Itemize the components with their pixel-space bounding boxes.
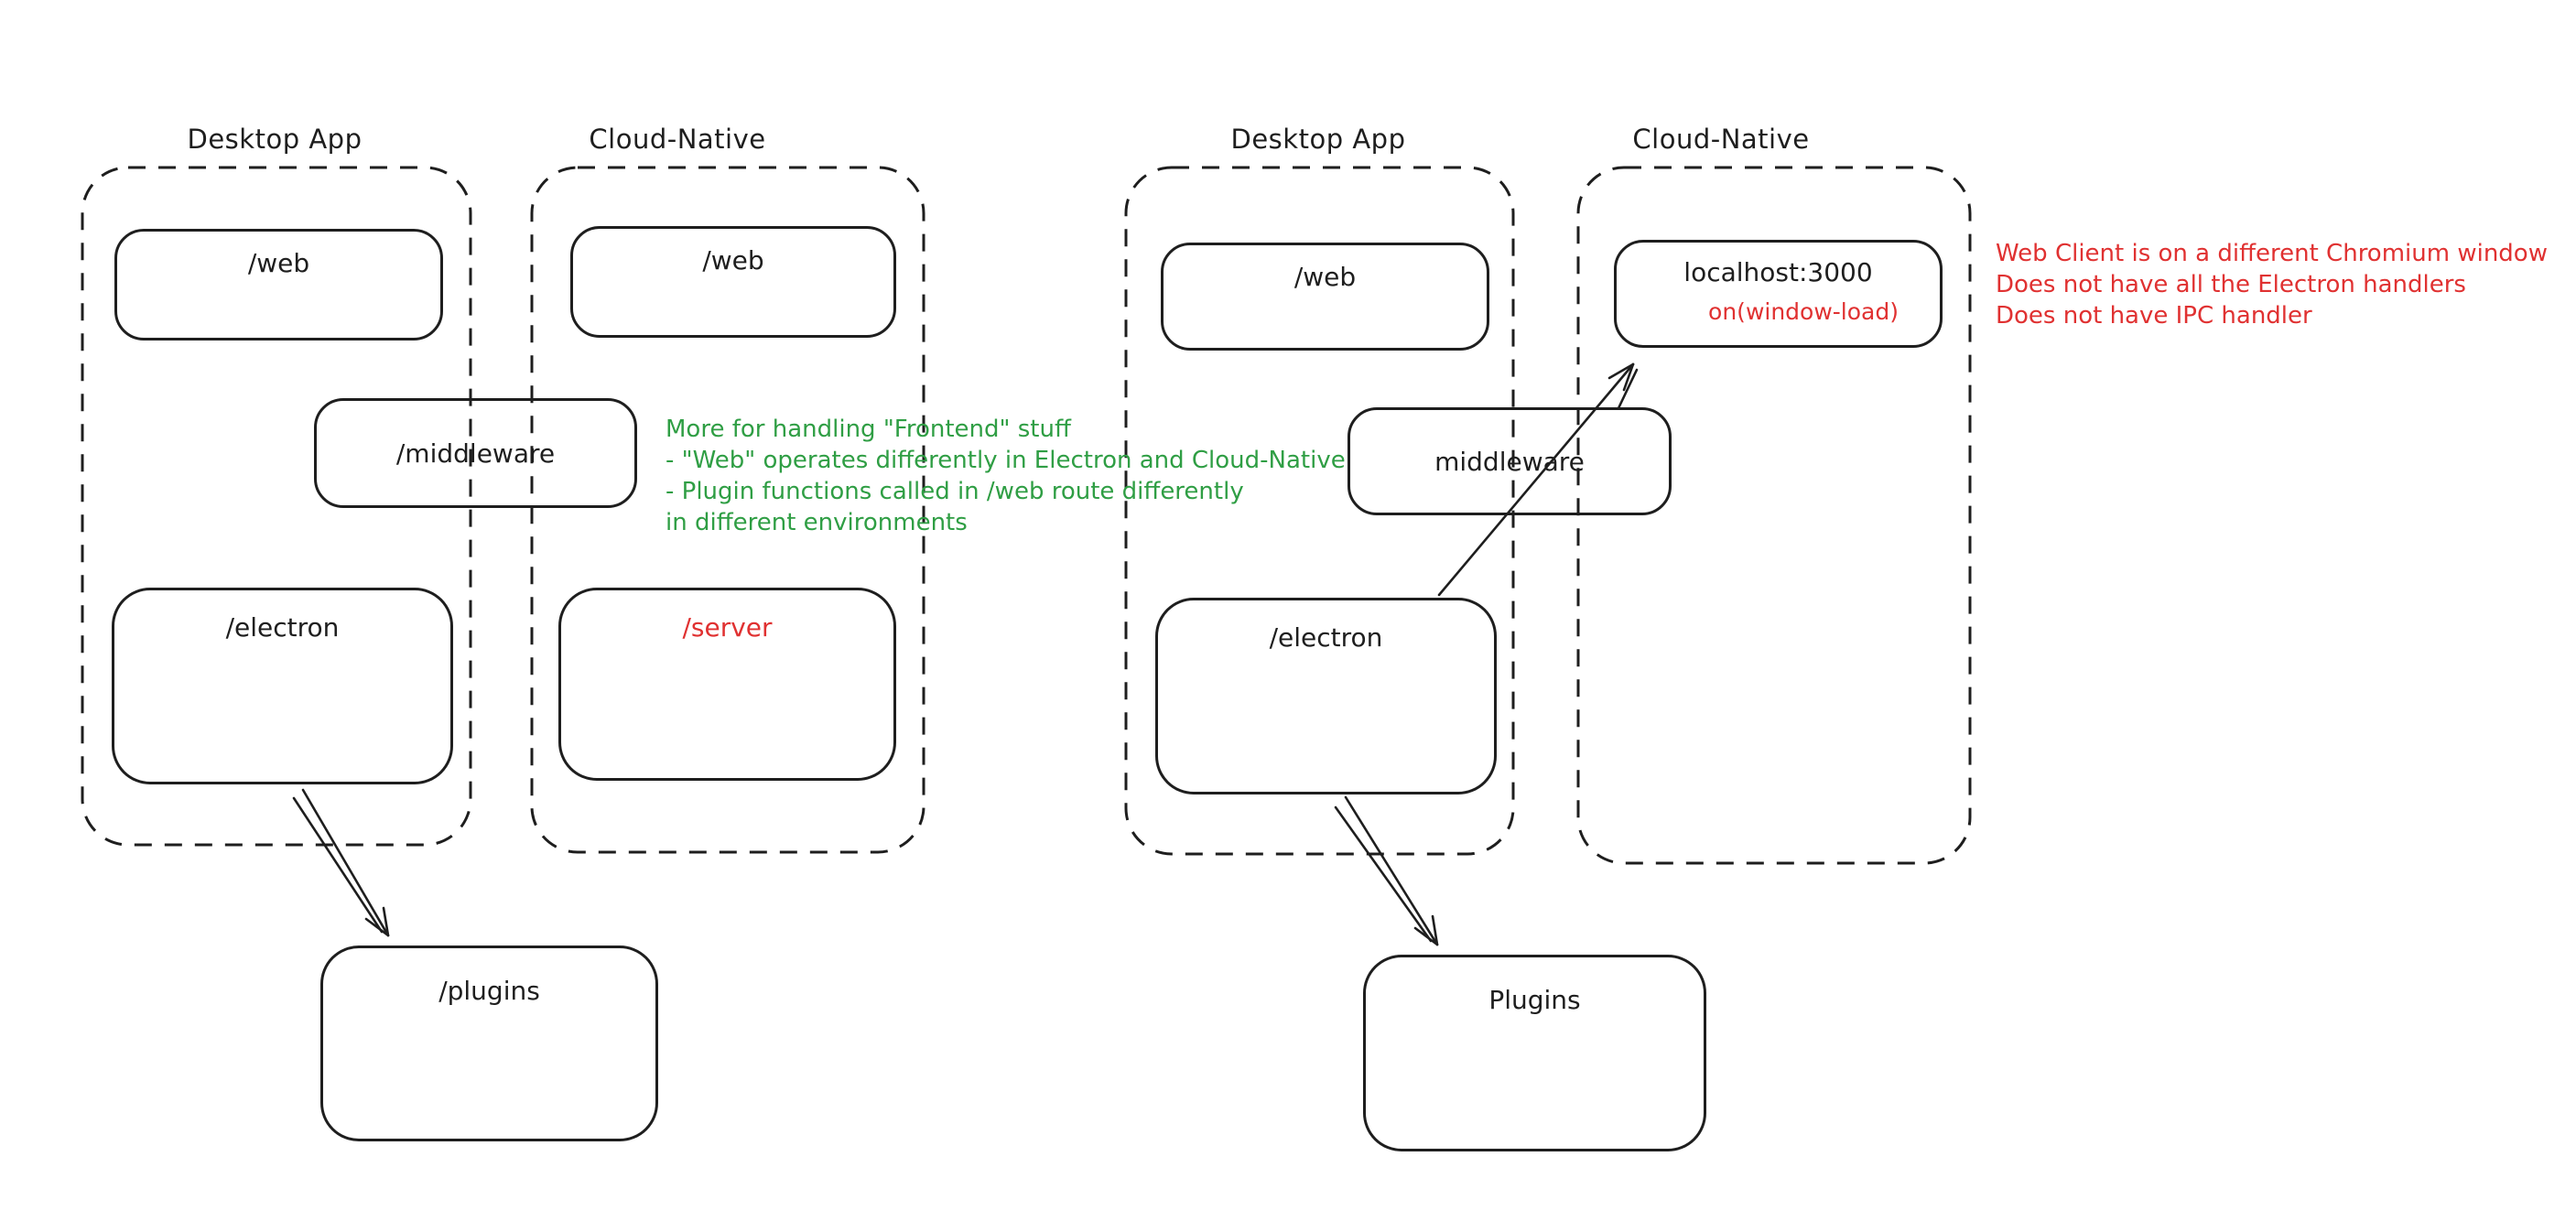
right-electron-label: /electron <box>1269 622 1383 653</box>
right-cloud-native-label: Cloud-Native <box>1632 124 1810 155</box>
left-cloud-native-container <box>530 166 925 854</box>
left-desktop-app-label: Desktop App <box>187 124 363 155</box>
left-web-desktop-label: /web <box>247 248 310 278</box>
left-plugins-label: /plugins <box>438 976 540 1006</box>
right-plugins-box: Plugins <box>1363 955 1706 1151</box>
left-cloud-native-label: Cloud-Native <box>589 124 766 155</box>
right-on-window-load-label: on(window-load) <box>1708 298 1899 325</box>
red-annotation-line: Does not have all the Electron handlers <box>1996 271 2466 298</box>
right-web-box: /web <box>1161 243 1489 351</box>
green-annotation-line: More for handling "Frontend" stuff <box>666 416 1071 443</box>
left-middleware-label: /middleware <box>395 438 556 469</box>
right-localhost-box: localhost:3000 on(window-load) <box>1614 240 1943 348</box>
green-annotation: More for handling "Frontend" stuff - "We… <box>666 414 1346 538</box>
left-electron-box: /electron <box>112 588 453 784</box>
left-electron-label: /electron <box>225 612 340 643</box>
right-middleware-box: middleware <box>1348 407 1672 515</box>
left-web-desktop-box: /web <box>114 229 443 340</box>
green-annotation-line: - "Web" operates differently in Electron… <box>666 447 1346 474</box>
left-web-cloud-box: /web <box>570 226 896 338</box>
red-annotation: Web Client is on a different Chromium wi… <box>1996 238 2548 331</box>
red-annotation-line: Does not have IPC handler <box>1996 302 2312 330</box>
right-plugins-label: Plugins <box>1488 985 1581 1015</box>
right-electron-box: /electron <box>1155 598 1497 794</box>
right-web-label: /web <box>1293 262 1357 292</box>
left-server-label: /server <box>682 612 773 643</box>
right-middleware-label: middleware <box>1434 446 1585 477</box>
left-middleware-box: /middleware <box>314 398 637 508</box>
right-desktop-app-label: Desktop App <box>1230 124 1406 155</box>
green-annotation-line: in different environments <box>666 509 968 536</box>
right-localhost-label: localhost:3000 <box>1683 257 1873 287</box>
red-annotation-line: Web Client is on a different Chromium wi… <box>1996 240 2548 267</box>
left-plugins-box: /plugins <box>320 946 658 1141</box>
left-web-cloud-label: /web <box>702 245 764 276</box>
green-annotation-line: - Plugin functions called in /web route … <box>666 478 1244 505</box>
left-server-box: /server <box>558 588 896 781</box>
